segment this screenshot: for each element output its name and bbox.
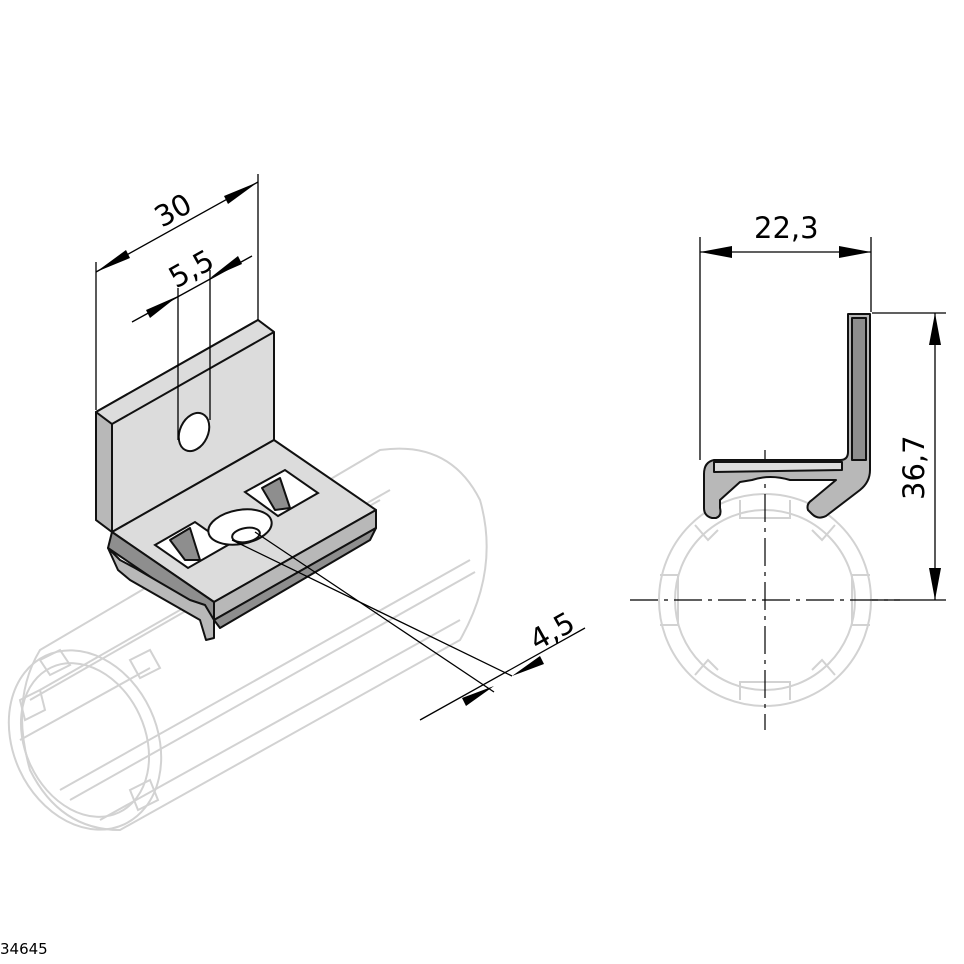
clip-side-profile bbox=[703, 313, 871, 519]
dimension-30-label: 30 bbox=[149, 187, 198, 235]
dimension-22-3: 22,3 bbox=[699, 211, 872, 460]
side-view: 22,3 36,7 bbox=[630, 211, 946, 730]
dimension-5-5-label: 5,5 bbox=[163, 243, 220, 295]
plate-hole bbox=[177, 411, 211, 453]
dimension-36-7: 36,7 bbox=[872, 312, 946, 601]
clip-bracket-isometric bbox=[95, 319, 377, 641]
base-hole bbox=[231, 526, 261, 544]
dimension-22-3-label: 22,3 bbox=[754, 211, 819, 245]
isometric-view: 30 5,5 4,5 bbox=[7, 174, 586, 832]
dimension-5-5: 5,5 bbox=[131, 243, 253, 440]
dimension-36-7-label: 36,7 bbox=[897, 435, 931, 500]
dimension-4-5-label: 4,5 bbox=[524, 605, 581, 657]
part-number: 34645 bbox=[0, 940, 48, 958]
